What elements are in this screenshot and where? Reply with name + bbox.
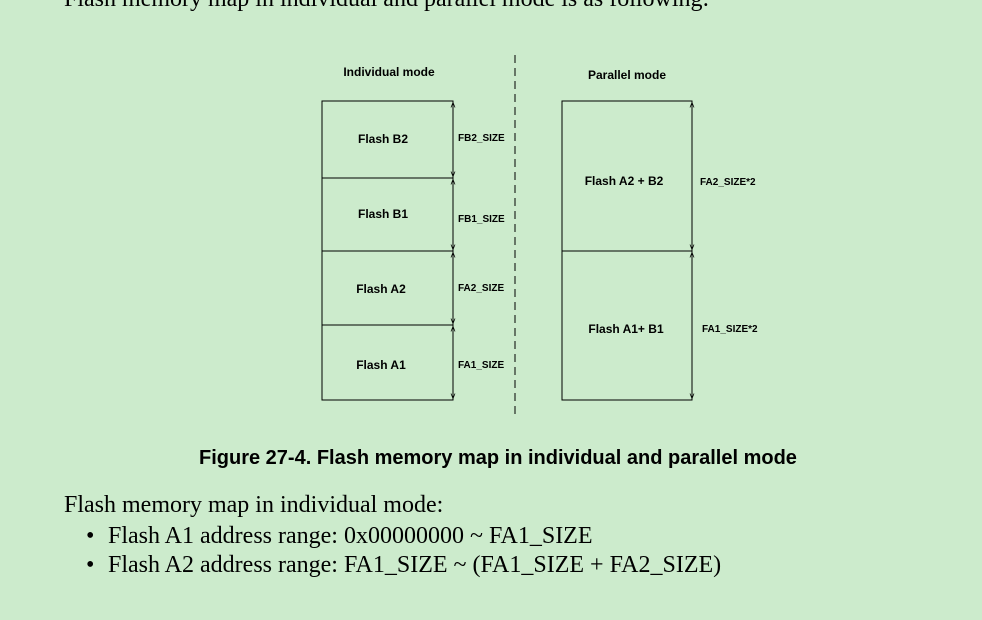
bullet-symbol: • [86, 523, 95, 549]
flash-memory-map-diagram: Individual mode Parallel mode Flash B2 F… [321, 55, 758, 418]
intro-line: Flash memory map in individual and paral… [64, 0, 709, 13]
list-item: • Flash A1 address range: 0x00000000 ~ FA… [86, 522, 721, 551]
block-label: Flash B2 [358, 132, 408, 146]
list-item-text: Flash A1 address range: 0x00000000 ~ FA1… [108, 523, 593, 549]
parallel-mode-title: Parallel mode [588, 68, 666, 82]
block-label: Flash A1+ B1 [588, 322, 664, 336]
block-label: Flash A2 + B2 [585, 174, 664, 188]
section-heading: Flash memory map in individual mode: [64, 492, 444, 518]
size-label: FB1_SIZE [458, 214, 505, 225]
size-label: FB2_SIZE [458, 133, 505, 144]
size-label: FA1_SIZE*2 [702, 324, 758, 335]
size-label: FA1_SIZE [458, 360, 504, 371]
individual-mode-title: Individual mode [343, 65, 435, 79]
size-label: FA2_SIZE*2 [700, 177, 756, 188]
list-item-text: Flash A2 address range: FA1_SIZE ~ (FA1_… [108, 552, 722, 578]
address-range-list: • Flash A1 address range: 0x00000000 ~ FA… [86, 522, 721, 580]
figure-caption: Figure 27-4. Flash memory map in individ… [199, 447, 797, 469]
block-label: Flash A2 [356, 282, 406, 296]
bullet-symbol: • [86, 552, 95, 578]
block-label: Flash A1 [356, 358, 406, 372]
parallel-mode-stack: Flash A2 + B2 Flash A1+ B1 FA2_SIZE*2 FA… [561, 100, 758, 401]
list-item: • Flash A2 address range: FA1_SIZE ~ (FA1… [86, 551, 721, 580]
block-label: Flash B1 [358, 207, 408, 221]
size-label: FA2_SIZE [458, 283, 504, 294]
individual-mode-stack: Flash B2 Flash B1 Flash A2 Flash A1 FB2_… [321, 100, 505, 401]
